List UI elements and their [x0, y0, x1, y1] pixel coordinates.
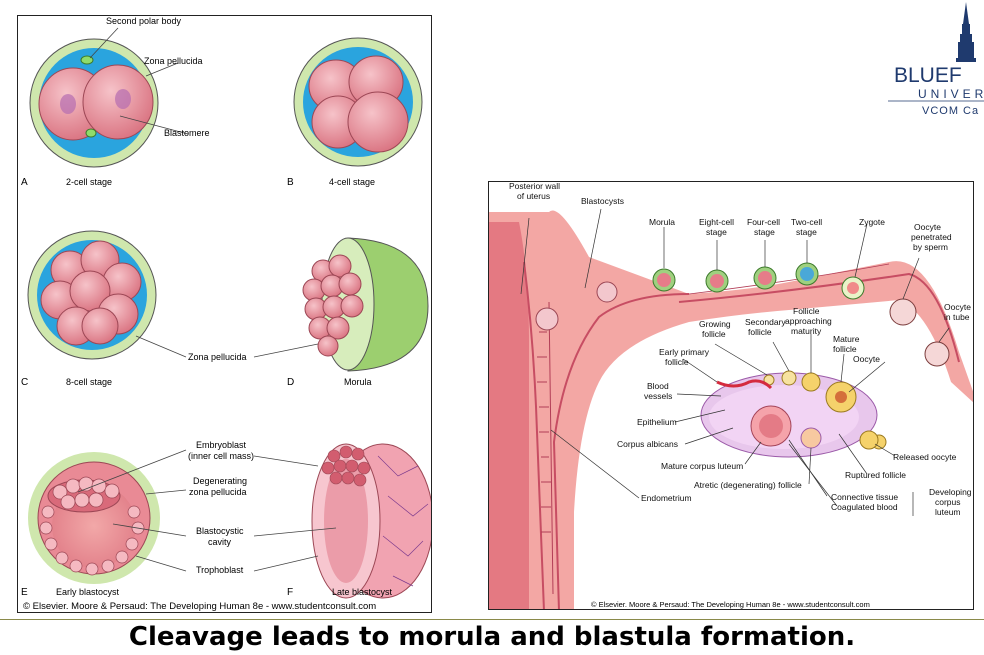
label-oocyte: Oocyte [853, 354, 880, 364]
label-mature-corpus-luteum: Mature corpus luteum [661, 461, 743, 471]
caption-morula: Morula [344, 377, 372, 387]
label-released-oocyte: Released oocyte [893, 452, 957, 462]
label-growing-2: follicle [702, 329, 726, 339]
cleavage-stages-diagram: Second polar body Zona pellucida Blastom… [21, 16, 431, 612]
label-zona-pellucida-e: zona pellucida [189, 487, 247, 497]
caption-two-cell-stage: 2-cell stage [66, 177, 112, 187]
label-second-polar-body: Second polar body [106, 16, 182, 26]
panel-letter-b: B [287, 177, 294, 188]
label-blastocystic: Blastocystic [196, 526, 244, 536]
cleavage-stages-figure: Second polar body Zona pellucida Blastom… [17, 15, 432, 613]
label-inner-cell-mass: (inner cell mass) [188, 451, 254, 461]
uterus-illustration [489, 210, 973, 609]
label-secondary-2: follicle [748, 327, 772, 337]
label-growing-1: Growing [699, 319, 731, 329]
label-developing-1: Developing [929, 487, 972, 497]
eight-cell-stage-illustration [27, 230, 157, 360]
label-blastomere: Blastomere [164, 128, 210, 138]
label-connective-tissue: Connective tissue [831, 492, 898, 502]
label-ruptured-follicle: Ruptured follicle [845, 470, 906, 480]
two-cell-stage-illustration [29, 38, 159, 168]
label-mature-1: Mature [833, 334, 860, 344]
label-coagulated-blood: Coagulated blood [831, 502, 898, 512]
logo-graphic: BLUEF UNIVER VCOM Ca [888, 2, 984, 117]
label-four-cell-2: stage [754, 227, 775, 237]
label-zona-pellucida-c: Zona pellucida [188, 352, 247, 362]
label-cavity: cavity [208, 537, 232, 547]
label-endometrium: Endometrium [641, 493, 692, 503]
label-oocyte-penetrated-1: Oocyte [914, 222, 941, 232]
caption-eight-cell-stage: 8-cell stage [66, 377, 112, 387]
label-mature-2: follicle [833, 344, 857, 354]
right-copyright: © Elsevier. Moore & Persaud: The Develop… [591, 600, 870, 609]
morula-illustration [302, 237, 429, 372]
label-blood-2: vessels [644, 391, 672, 401]
label-oocyte-tube-1: Oocyte [944, 302, 971, 312]
label-trophoblast: Trophoblast [196, 565, 244, 575]
leader-lines [520, 208, 950, 507]
ovary-illustration [700, 370, 887, 458]
label-approach-2: approaching [785, 316, 832, 326]
label-secondary-1: Secondary [745, 317, 786, 327]
label-blastocysts: Blastocysts [581, 196, 624, 206]
label-eight-cell-1: Eight-cell [699, 217, 734, 227]
label-blood-1: Blood [647, 381, 669, 391]
label-zona-pellucida-a: Zona pellucida [144, 56, 203, 66]
label-oocyte-penetrated-2: penetrated [911, 232, 952, 242]
label-atretic-follicle: Atretic (degenerating) follicle [694, 480, 802, 490]
panel-letter-a: A [21, 177, 28, 188]
label-corpus-albicans: Corpus albicans [617, 439, 678, 449]
label-eight-cell-2: stage [706, 227, 727, 237]
label-zygote: Zygote [859, 217, 885, 227]
caption-late-blastocyst: Late blastocyst [332, 587, 393, 597]
label-four-cell-1: Four-cell [747, 217, 780, 227]
ovulation-fertilization-diagram: Posterior wall of uterus Blastocysts Mor… [489, 182, 973, 609]
panel-letter-f: F [287, 587, 293, 598]
late-blastocyst-illustration [311, 443, 431, 599]
logo-line-3: VCOM Ca [922, 105, 979, 117]
label-embryoblast: Embryoblast [196, 440, 247, 450]
caption-early-blastocyst: Early blastocyst [56, 587, 120, 597]
label-approach-1: Follicle [793, 306, 820, 316]
label-approach-3: maturity [791, 326, 822, 336]
footer-divider [0, 619, 984, 620]
caption-four-cell-stage: 4-cell stage [329, 177, 375, 187]
panel-letter-c: C [21, 377, 28, 388]
logo-line-1: BLUEF [894, 64, 962, 87]
tower-icon [956, 2, 976, 62]
label-degenerating: Degenerating [193, 476, 247, 486]
label-early-primary-1: Early primary [659, 347, 710, 357]
left-copyright: © Elsevier. Moore & Persaud: The Develop… [23, 601, 376, 612]
label-morula: Morula [649, 217, 675, 227]
label-developing-3: luteum [935, 507, 961, 517]
early-blastocyst-illustration [28, 452, 160, 584]
panel-letter-d: D [287, 377, 294, 388]
ovulation-fertilization-figure: Posterior wall of uterus Blastocysts Mor… [488, 181, 974, 610]
panel-letter-e: E [21, 587, 28, 598]
slide-caption: Cleavage leads to morula and blastula fo… [128, 622, 856, 652]
label-oocyte-penetrated-3: by sperm [913, 242, 948, 252]
university-logo: BLUEF UNIVER VCOM Ca [888, 0, 984, 120]
label-developing-2: corpus [935, 497, 961, 507]
label-early-primary-2: follicle [665, 357, 689, 367]
tube-embryo-illustrations [535, 262, 950, 450]
label-posterior-wall-2: of uterus [517, 191, 550, 201]
label-posterior-wall-1: Posterior wall [509, 182, 560, 191]
label-two-cell-1: Two-cell [791, 217, 822, 227]
label-epithelium: Epithelium [637, 417, 677, 427]
label-two-cell-2: stage [796, 227, 817, 237]
label-oocyte-tube-2: in tube [944, 312, 970, 322]
four-cell-stage-illustration [293, 37, 423, 167]
logo-line-2: UNIVER [918, 87, 984, 101]
